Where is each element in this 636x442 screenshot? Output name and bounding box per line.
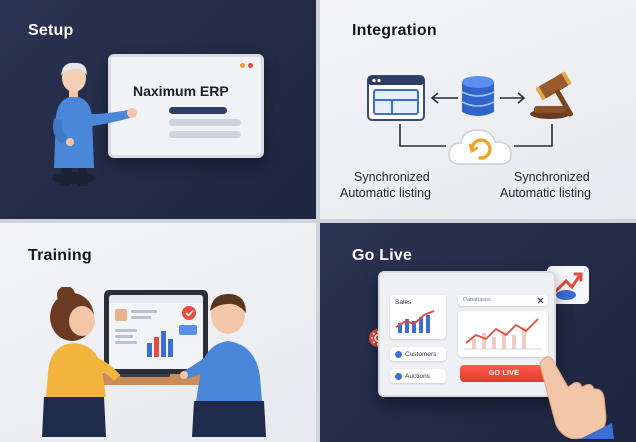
window-controls — [240, 63, 253, 68]
search-input[interactable]: Dababases — [458, 295, 548, 306]
setup-panel: Setup Naximum ERP — [0, 0, 316, 219]
go-live-panel: Go Live Sales — [320, 223, 636, 442]
go-live-button[interactable]: GO LIVE — [460, 365, 548, 382]
performance-chart-card — [458, 311, 548, 357]
monitor-icon — [104, 290, 208, 374]
sync-label-left-2: Automatic listing — [340, 186, 431, 201]
go-live-title: Go Live — [352, 247, 413, 264]
integration-connectors — [399, 92, 553, 147]
auctions-label: Auctions — [405, 372, 430, 380]
sync-label-left: Synchronized — [354, 170, 430, 185]
form-line — [169, 119, 241, 126]
sync-label-left-line1: Synchronized — [354, 170, 430, 184]
trainee-woman — [42, 287, 120, 437]
customers-item[interactable]: Customers — [390, 347, 446, 361]
training-title: Training — [28, 247, 92, 264]
integration-panel: Integration — [320, 0, 636, 219]
training-panel: Training — [0, 223, 316, 442]
cloud-sync-icon — [448, 129, 512, 165]
sales-card[interactable]: Sales — [390, 295, 446, 339]
close-icon[interactable] — [537, 297, 544, 304]
sales-label: Sales — [395, 299, 412, 306]
training-dashboard — [109, 295, 203, 357]
auctions-item[interactable]: Auctions — [390, 369, 446, 383]
progress-bar — [169, 107, 227, 114]
form-line — [169, 131, 241, 138]
auctions-icon — [395, 372, 402, 380]
sync-label-right: Synchronized — [514, 170, 590, 185]
customers-icon — [395, 350, 402, 358]
erp-screen: Naximum ERP — [108, 54, 264, 158]
sync-label-right-line1: Synchronized — [514, 170, 590, 184]
sync-label-right-2: Automatic listing — [500, 186, 591, 201]
gavel-icon — [530, 71, 573, 119]
sync-label-right-line2: Automatic listing — [500, 186, 592, 200]
erp-brand-label: Naximum ERP — [133, 83, 229, 99]
trainer-man — [180, 293, 266, 437]
setup-title: Setup — [28, 22, 74, 39]
integration-title: Integration — [352, 22, 437, 39]
database-icon — [461, 76, 495, 116]
pointing-hand — [539, 356, 614, 439]
rocket-chart-icon — [547, 266, 589, 304]
customers-label: Customers — [405, 350, 437, 358]
go-live-dashboard: Sales Dababases — [378, 271, 556, 397]
monitor-screen — [109, 295, 203, 369]
performance-chart — [464, 318, 542, 350]
window-dot — [248, 63, 253, 68]
window-dot — [240, 63, 245, 68]
browser-window-icon — [367, 75, 425, 121]
presenter-person — [52, 62, 137, 186]
search-placeholder: Dababases — [463, 297, 491, 303]
sync-label-left-line2: Automatic listing — [340, 186, 432, 200]
sales-chart — [395, 310, 435, 333]
